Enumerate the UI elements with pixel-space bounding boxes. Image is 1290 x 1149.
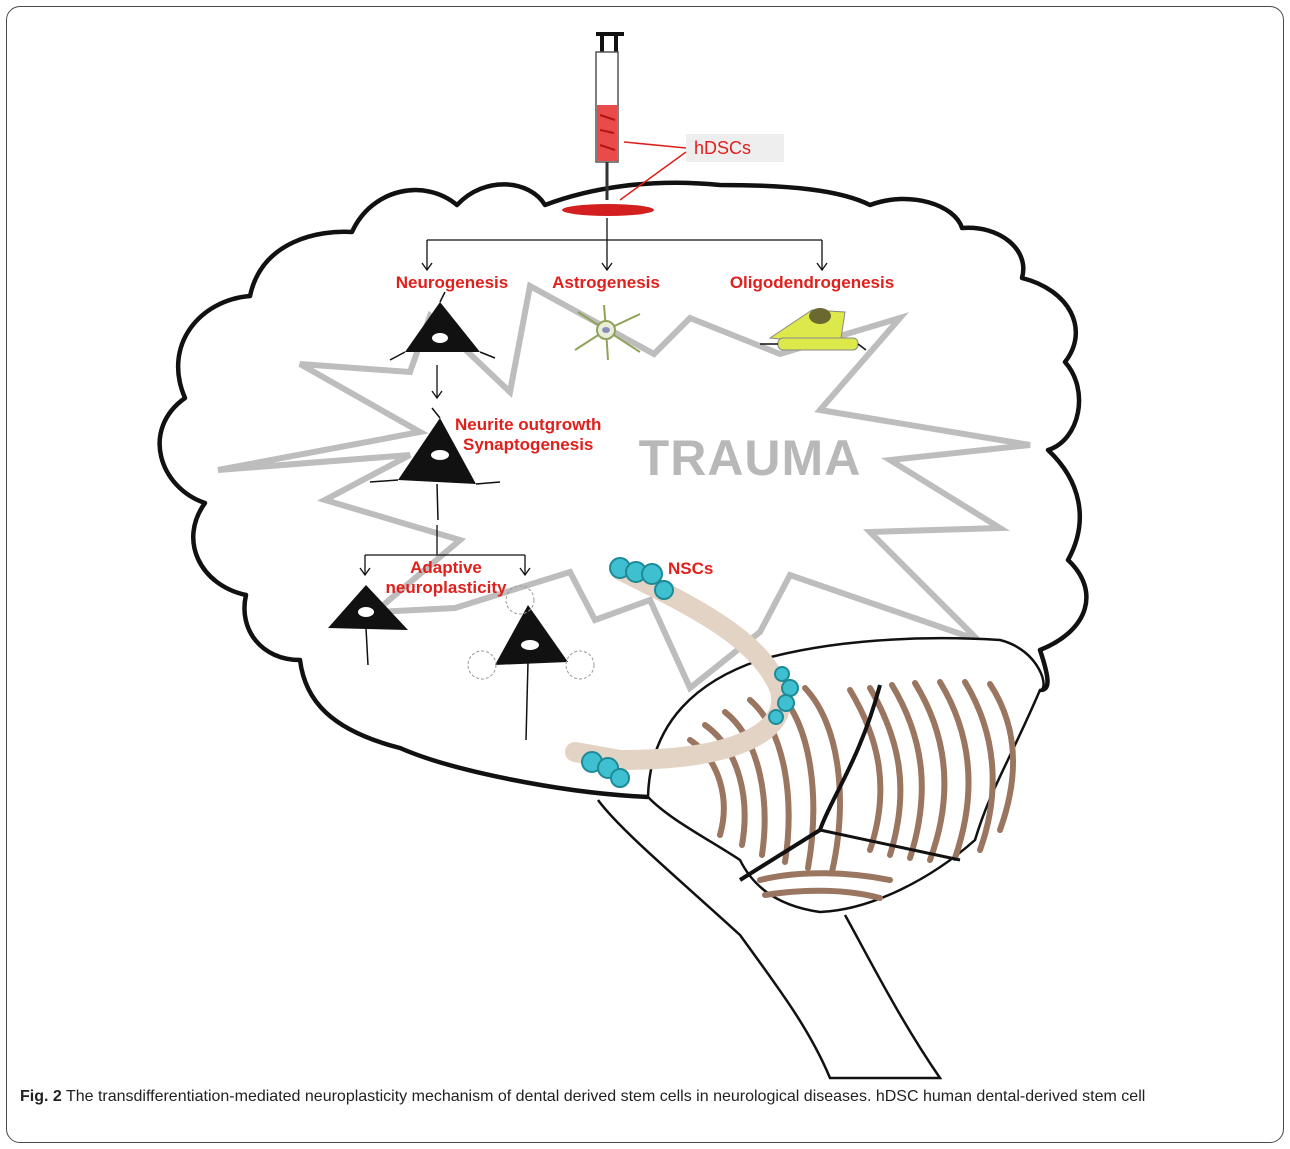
hdsc-label: hDSCs xyxy=(694,138,751,158)
synaptogenesis-label: Synaptogenesis xyxy=(463,435,593,454)
neuron-branched-icon xyxy=(468,586,594,740)
trauma-label: TRAUMA xyxy=(639,430,862,486)
neuroplasticity-label: neuroplasticity xyxy=(386,578,507,597)
adaptive-label: Adaptive xyxy=(410,558,482,577)
caption-text: The transdifferentiation-mediated neurop… xyxy=(66,1088,1145,1105)
neurite-outgrowth-label: Neurite outgrowth xyxy=(455,415,601,434)
neurogenesis-label: Neurogenesis xyxy=(396,273,508,292)
oligodendrogenesis-label: Oligodendrogenesis xyxy=(730,273,894,292)
nsc-label: NSCs xyxy=(668,559,713,578)
injection-site xyxy=(562,204,654,216)
caption-prefix: Fig. 2 xyxy=(20,1088,62,1105)
brain-diagram: TRAUMA NSCs xyxy=(0,0,1290,1080)
syringe-icon xyxy=(596,34,624,200)
oligodendrocyte-icon xyxy=(760,308,866,350)
astrogenesis-label: Astrogenesis xyxy=(552,273,660,292)
hdsc-pointer xyxy=(620,142,686,200)
nsc-cluster-top xyxy=(610,558,673,599)
neuron-icon xyxy=(390,292,495,360)
figure-caption: Fig. 2 The transdifferentiation-mediated… xyxy=(20,1085,1270,1108)
pathway-arrows xyxy=(360,218,827,575)
